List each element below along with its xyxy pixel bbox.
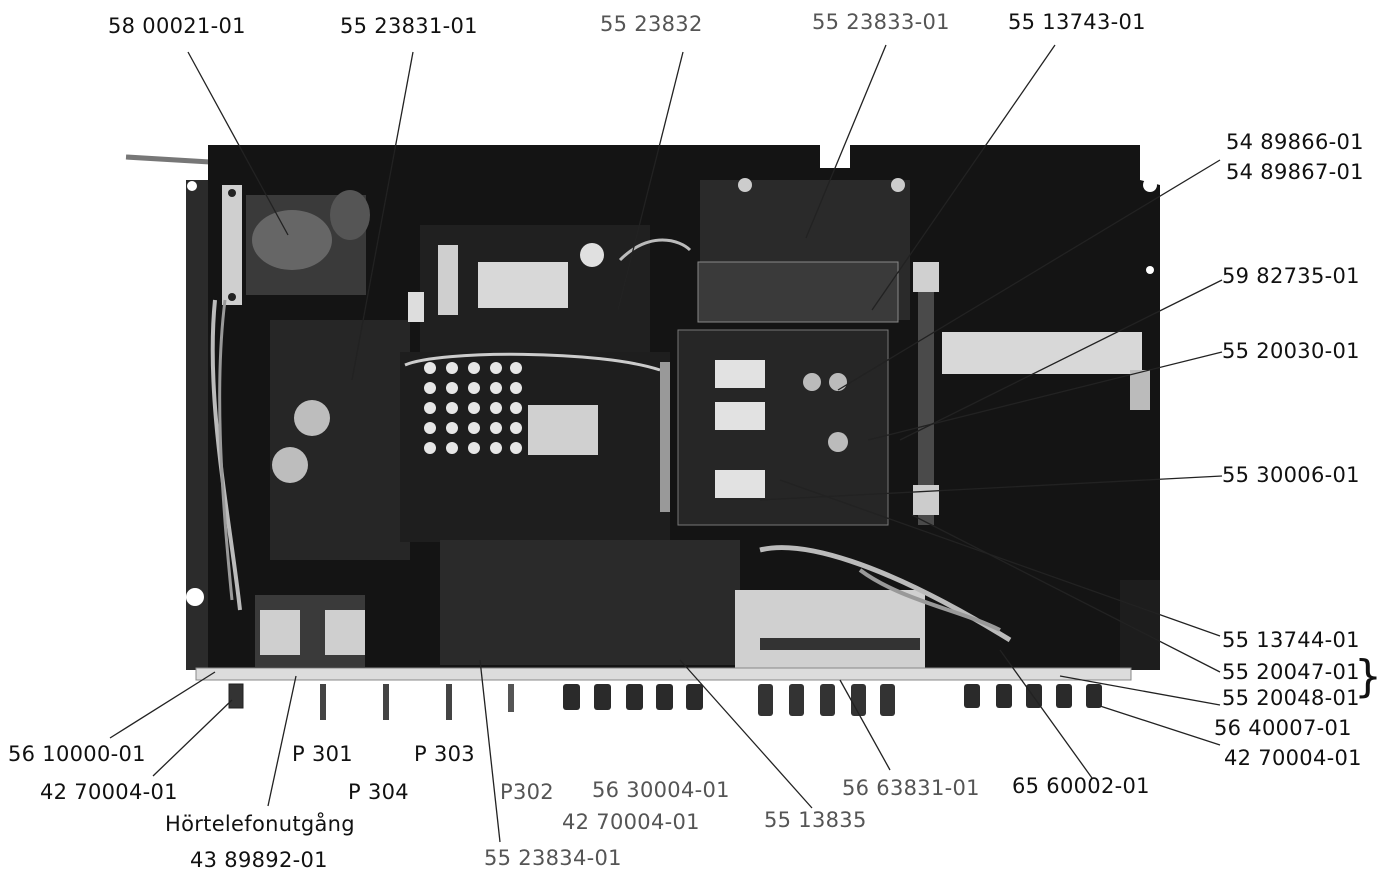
wire <box>759 545 1012 643</box>
transistor-pair <box>715 470 765 498</box>
label-top-1: 58 00021-01 <box>108 14 246 38</box>
knob-row-1 <box>563 684 703 710</box>
label-bottom-12: 55 13835 <box>764 808 867 832</box>
bracket-hole <box>228 189 236 197</box>
jack-socket <box>325 610 365 655</box>
label-right-5: 55 30006-01 <box>1222 463 1360 487</box>
mount-hole <box>1146 266 1154 274</box>
label-bottom-10: 42 70004-01 <box>562 810 700 834</box>
label-bottom-7: 43 89892-01 <box>190 848 328 872</box>
ic-chip <box>528 405 598 455</box>
label-right-7: 55 20047-01 <box>1222 660 1360 684</box>
label-bottom-13: 56 63831-01 <box>842 776 980 800</box>
trim-pot <box>738 178 752 192</box>
jack-socket <box>260 610 300 655</box>
front-panel <box>195 667 1132 681</box>
leader-lines <box>109 44 1223 843</box>
capacitor <box>272 447 308 483</box>
label-bottom-1: 56 10000-01 <box>8 742 146 766</box>
trim-pot <box>803 373 821 391</box>
label-bottom-8: P302 <box>500 780 554 804</box>
knob <box>228 683 244 709</box>
transistor-pair <box>715 360 765 388</box>
module-board <box>677 329 889 526</box>
mount-hole <box>1143 178 1157 192</box>
trim-pot <box>828 432 848 452</box>
ribbon-connector <box>660 362 670 512</box>
glass-fuse-rod <box>918 265 934 525</box>
switch-bar <box>760 638 920 650</box>
label-right-4: 55 20030-01 <box>1222 339 1360 363</box>
shaft-p303 <box>446 684 452 720</box>
wire <box>858 568 1001 632</box>
terminal-strip <box>942 332 1142 374</box>
mains-cable <box>125 154 211 165</box>
power-board <box>270 320 410 560</box>
trim-pot <box>829 373 847 391</box>
tuner-module <box>697 261 899 323</box>
switch-bank <box>735 590 925 670</box>
label-bottom-9: 56 30004-01 <box>592 778 730 802</box>
trim-pot <box>891 178 905 192</box>
transformer-winding <box>252 210 332 270</box>
knob-row-2 <box>758 684 895 716</box>
shaft-p301 <box>320 684 326 720</box>
label-bottom-3: P 301 <box>292 742 353 766</box>
resistor-block <box>438 245 458 315</box>
terminal-strip-end <box>1130 370 1150 410</box>
label-top-2: 55 23831-01 <box>340 14 478 38</box>
label-right-6: 55 13744-01 <box>1222 628 1360 652</box>
dot-matrix <box>424 362 522 454</box>
label-bottom-2: 42 70004-01 <box>40 780 178 804</box>
chassis-left-flange <box>186 180 208 670</box>
label-right-9: 56 40007-01 <box>1214 716 1352 740</box>
label-bottom-6: Hörtelefonutgång <box>165 812 355 836</box>
label-brace: } <box>1354 651 1382 702</box>
label-top-3: 55 23832 <box>600 12 703 36</box>
shaft-p302 <box>508 684 514 712</box>
label-right-1: 54 89866-01 <box>1226 130 1364 154</box>
bracket-hole <box>228 293 236 301</box>
transformer-winding <box>330 190 370 240</box>
wire <box>218 299 234 601</box>
component <box>408 292 424 322</box>
label-top-5: 55 13743-01 <box>1008 10 1146 34</box>
label-bottom-5: P 303 <box>414 742 475 766</box>
fuse-cap <box>913 485 939 515</box>
transformer-small <box>478 262 568 308</box>
label-right-8: 55 20048-01 <box>1222 686 1360 710</box>
wire <box>618 238 692 262</box>
wire <box>404 352 661 372</box>
capacitor <box>294 400 330 436</box>
transistor-pair <box>715 402 765 430</box>
label-right-10: 42 70004-01 <box>1224 746 1362 770</box>
label-bottom-4: P 304 <box>348 780 409 804</box>
control-board <box>440 540 740 665</box>
rear-flange <box>1120 580 1160 670</box>
label-bottom-11: 55 23834-01 <box>484 846 622 870</box>
shaft-p304 <box>383 684 389 720</box>
label-bottom-14: 65 60002-01 <box>1012 774 1150 798</box>
label-right-3: 59 82735-01 <box>1222 264 1360 288</box>
knob-row-3 <box>964 684 1102 708</box>
transformer-bracket <box>222 185 242 305</box>
label-top-4: 55 23833-01 <box>812 10 950 34</box>
mount-hole <box>187 181 197 191</box>
mount-hole <box>186 588 204 606</box>
fuse-cap <box>913 262 939 292</box>
capacitor-round <box>580 243 604 267</box>
label-right-2: 54 89867-01 <box>1226 160 1364 184</box>
